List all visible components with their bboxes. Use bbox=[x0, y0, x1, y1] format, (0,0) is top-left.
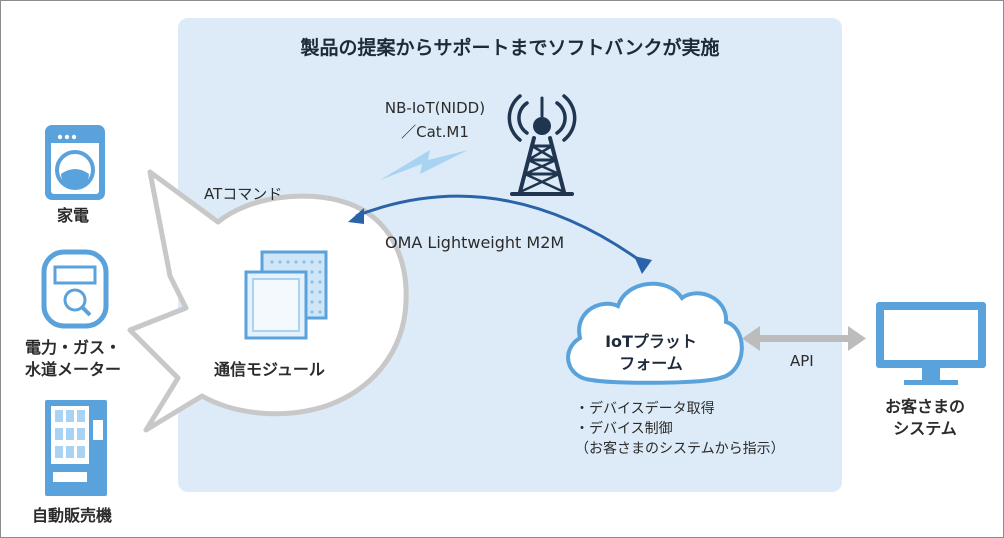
cell-tower-icon bbox=[507, 94, 577, 196]
meter-label-line1: 電力・ガス・ bbox=[24, 338, 121, 357]
network-label: NB-IoT(NIDD) ／Cat.M1 bbox=[360, 96, 510, 144]
iot-platform-cloud bbox=[566, 281, 744, 385]
module-label: 通信モジュール bbox=[214, 360, 325, 379]
at-command-label: ATコマンド bbox=[204, 185, 283, 203]
network-label-line2: ／Cat.M1 bbox=[401, 123, 469, 141]
appliance-label: 家電 bbox=[56, 206, 89, 225]
washing-machine-icon bbox=[45, 125, 105, 200]
customer-system-line2: システム bbox=[893, 419, 957, 438]
iot-platform-label: IoTプラット フォーム bbox=[573, 331, 729, 375]
feature-item: （お客さまのシステムから指示） bbox=[575, 441, 785, 457]
lwm2m-curved-arrow bbox=[348, 194, 652, 274]
feature-item: ・デバイスデータ取得 bbox=[575, 401, 715, 417]
wireless-bolt-icon bbox=[380, 150, 468, 180]
diagram-title: 製品の提案からサポートまでソフトバンクが実施 bbox=[300, 37, 720, 59]
customer-system-line1: お客さまの bbox=[884, 397, 965, 416]
customer-monitor-icon bbox=[876, 302, 986, 385]
api-label: API bbox=[790, 352, 814, 370]
module-chip-icon bbox=[244, 250, 328, 340]
meter-label: 電力・ガス・ 水道メーター bbox=[8, 337, 138, 381]
vending-machine-label: 自動販売機 bbox=[31, 506, 112, 525]
iot-platform-label-line2: フォーム bbox=[619, 354, 683, 373]
platform-features-list: ・デバイスデータ取得 ・デバイス制御 （お客さまのシステムから指示） bbox=[575, 399, 785, 459]
feature-item: ・デバイス制御 bbox=[575, 421, 673, 437]
api-double-arrow bbox=[742, 326, 866, 351]
iot-platform-label-line1: IoTプラット bbox=[605, 332, 697, 351]
customer-system-label: お客さまの システム bbox=[862, 396, 988, 440]
network-label-line1: NB-IoT(NIDD) bbox=[384, 99, 486, 117]
protocol-label: OMA Lightweight M2M bbox=[385, 233, 565, 252]
utility-meter-icon bbox=[41, 249, 109, 329]
vending-machine-icon bbox=[45, 400, 107, 496]
meter-label-line2: 水道メーター bbox=[24, 360, 121, 379]
